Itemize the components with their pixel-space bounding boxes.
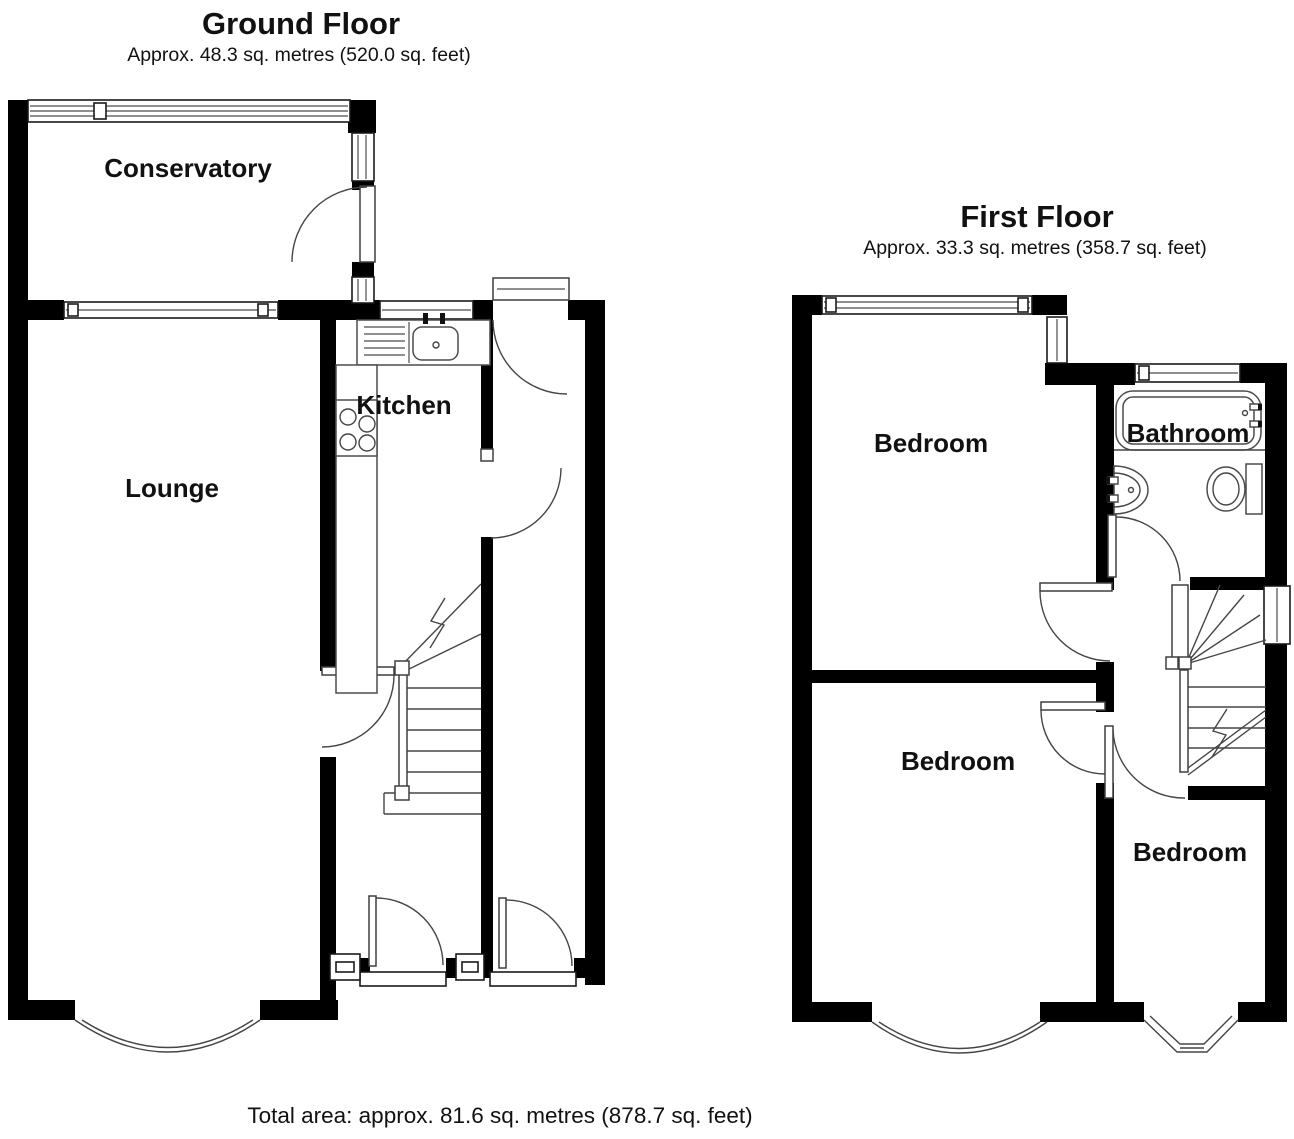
window [1263, 585, 1291, 645]
room-label-conservatory: Conservatory [104, 153, 272, 183]
wall-segment [278, 300, 380, 320]
kitchen-sink [356, 313, 491, 366]
wall-segment [320, 757, 336, 1005]
wall-segment [260, 1000, 338, 1020]
first-floor-area: Approx. 33.3 sq. metres (358.7 sq. feet) [863, 237, 1207, 259]
wall-segment [1238, 1002, 1287, 1022]
wall-segment [28, 300, 64, 320]
window [351, 132, 375, 182]
wall-segment [1040, 1002, 1144, 1022]
conservatory-door [291, 185, 376, 263]
room-label-lounge: Lounge [125, 473, 219, 503]
wall-segment [1265, 363, 1287, 1022]
room-label-bathroom: Bathroom [1127, 418, 1250, 448]
bedroom3-door [1104, 725, 1186, 799]
kitchen-hob [335, 399, 378, 457]
wall-segment [1096, 783, 1114, 1022]
room-label-bedroom3: Bedroom [1133, 837, 1247, 867]
window [63, 301, 279, 319]
wall-segment [792, 295, 812, 1022]
staircase [1165, 584, 1267, 776]
ground-floor-title: Ground Floor [202, 6, 400, 41]
window [27, 99, 351, 123]
first-floor-walls [792, 295, 1287, 1022]
first-floor-plan: First Floor Approx. 33.3 sq. metres (358… [792, 199, 1291, 1054]
wall-segment [348, 100, 376, 133]
door-sill [329, 953, 361, 981]
wall-segment [446, 958, 458, 978]
wall-segment [792, 1002, 872, 1022]
window [821, 295, 1033, 315]
wall-segment [1032, 295, 1067, 315]
ground-floor-windows [27, 99, 474, 320]
staircase [383, 583, 482, 815]
window [1046, 316, 1068, 364]
ground-floor-area: Approx. 48.3 sq. metres (520.0 sq. feet) [127, 44, 471, 66]
wall-segment [1190, 577, 1267, 590]
toilet-icon [1206, 463, 1263, 515]
total-area-label: Total area: approx. 81.6 sq. metres (878… [247, 1103, 752, 1128]
wall-segment [808, 670, 1096, 683]
wall-segment [320, 320, 336, 671]
bedroom2-door [1040, 701, 1106, 775]
wall-segment [481, 537, 493, 978]
first-floor-windows [821, 295, 1291, 645]
door-sill [455, 953, 485, 981]
room-label-bedroom2: Bedroom [901, 746, 1015, 776]
wall-segment [585, 300, 605, 985]
wall-segment [8, 1000, 75, 1020]
stair-handrail [398, 667, 408, 793]
wall-segment [1188, 786, 1267, 800]
wall-segment [8, 100, 28, 1020]
angled-bay-window [1143, 1015, 1239, 1053]
sink-icon [1106, 465, 1149, 515]
stair-handrail [1179, 669, 1189, 773]
wall-segment [1096, 662, 1114, 712]
room-label-bedroom1: Bedroom [874, 428, 988, 458]
front-door [359, 895, 447, 987]
bay-window [871, 1021, 1048, 1054]
wall-segment [792, 295, 822, 315]
bath-tub-icon [1114, 390, 1265, 451]
back-door [492, 277, 570, 395]
window [1134, 363, 1241, 383]
wall-segment [473, 300, 493, 320]
bay-window [74, 1019, 261, 1053]
wall-segment [1045, 363, 1135, 385]
first-floor-title: First Floor [960, 199, 1113, 234]
room-label-kitchen: Kitchen [356, 390, 451, 420]
bathroom-door [1107, 514, 1181, 582]
window [351, 276, 375, 304]
ground-floor-walls [8, 100, 605, 1020]
ground-floor-plan: Ground Floor Approx. 48.3 sq. metres (52… [8, 6, 605, 1053]
kitchen-door [480, 448, 562, 539]
entrance-door [489, 897, 577, 987]
wall-segment [352, 262, 374, 277]
bedroom1-door [1039, 582, 1113, 662]
wall-segment [574, 958, 588, 978]
